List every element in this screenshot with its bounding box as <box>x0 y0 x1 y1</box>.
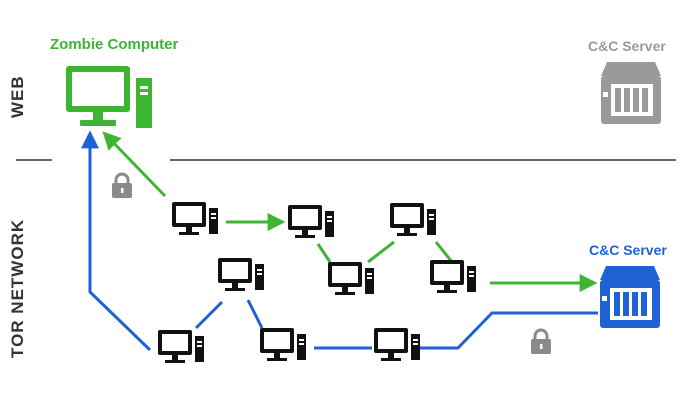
relay-computer-icon <box>260 328 306 361</box>
zombie-computer-label: Zombie Computer <box>50 36 179 53</box>
blue-link-5 <box>81 130 152 352</box>
relay-computer-icon <box>430 260 476 293</box>
blue-link-4 <box>194 300 224 330</box>
cc-server-tor-label: C&C Server <box>589 242 667 258</box>
web-zone-label: WEB <box>8 75 27 118</box>
cc-server-web-label: C&C Server <box>588 38 666 54</box>
blue-link-3 <box>246 299 264 329</box>
server-to-zombie-path <box>81 130 598 352</box>
relay-computer-icon <box>374 328 420 361</box>
tor-network-zone-label: TOR NETWORK <box>8 218 27 358</box>
relay-computer-icon <box>158 330 204 363</box>
relay-computer-icon <box>218 258 264 291</box>
relay-computer-icon <box>172 202 218 235</box>
server-rack-icon <box>601 62 661 124</box>
blue-link-1 <box>420 311 598 350</box>
relay-computer-icon <box>288 205 334 238</box>
server-rack-icon <box>600 266 660 328</box>
green-link-5 <box>434 241 454 263</box>
relay-computer-icon <box>328 262 374 295</box>
padlock-icon <box>110 172 134 200</box>
relay-computer-icon <box>390 203 436 236</box>
zombie-to-server-path <box>102 131 598 292</box>
zombie-computer-icon <box>66 66 152 128</box>
green-link-1 <box>102 131 167 198</box>
padlock-icon <box>529 328 553 356</box>
green-link-4 <box>367 240 395 264</box>
green-link-3 <box>316 243 332 263</box>
